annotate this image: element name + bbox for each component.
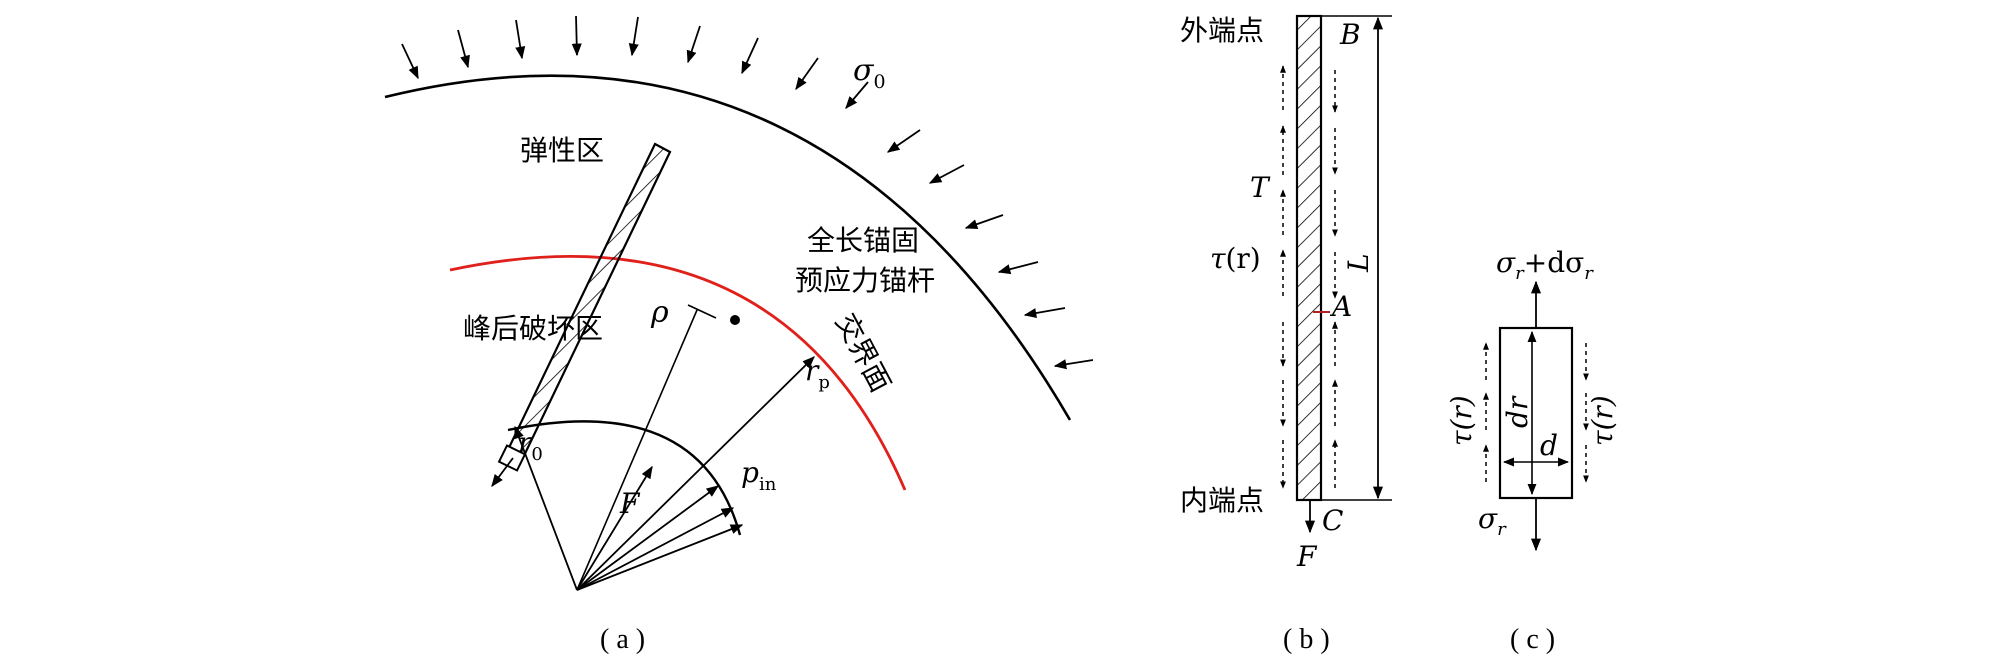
force-f-label-a: F <box>619 487 641 520</box>
panel-c: σr+dσr σr dr d τ(r) τ(r) ( c ) <box>1445 246 1619 655</box>
caption-c: ( c ) <box>1510 624 1555 655</box>
a-label: A <box>1329 290 1352 323</box>
force-f-label-b: F <box>1296 540 1318 573</box>
sigma-top-label: σr+dσr <box>1496 246 1594 284</box>
t-label: T <box>1250 171 1271 204</box>
post-peak-zone-label: 峰后破坏区 <box>463 312 603 345</box>
l-label: L <box>1342 253 1375 273</box>
tau-label-b: τ(r) <box>1210 242 1261 275</box>
rho-label: ρ <box>650 295 669 330</box>
outer-end-label: 外端点 <box>1180 14 1264 47</box>
sigma0-label: σ0 <box>853 53 886 93</box>
inner-end-label: 内端点 <box>1180 484 1264 517</box>
anchor-point <box>730 315 740 325</box>
panel-b: 外端点 内端点 T τ(r) B A C L F ( b ) <box>1180 14 1392 655</box>
pin-label: pin <box>741 456 777 495</box>
sigma0-load-arrows <box>401 15 1094 370</box>
anchor-name-line1: 全长锚固 <box>807 224 919 257</box>
rho-dimension <box>576 304 717 591</box>
rp-label: rp <box>805 354 830 393</box>
tunnel-arc <box>507 420 742 536</box>
caption-a: ( a ) <box>600 624 645 655</box>
sigma-bottom-label: σr <box>1478 502 1507 540</box>
panel-a: σ0 弹性区 全长锚固 预应力锚杆 交界面 峰后破坏区 ρ r0 rp pin … <box>384 15 1094 655</box>
tau-right-label-c: τ(r) <box>1586 395 1619 446</box>
anchor-name-line2: 预应力锚杆 <box>795 264 935 297</box>
r0-label: r0 <box>518 426 543 465</box>
dr-label: dr <box>1501 395 1534 428</box>
outer-boundary-arc <box>384 74 1072 421</box>
c-label: C <box>1322 504 1343 537</box>
d-label: d <box>1540 429 1558 462</box>
tau-left-label-c: τ(r) <box>1445 395 1478 446</box>
b-label: B <box>1339 18 1361 51</box>
bar-b <box>1295 14 1323 502</box>
interface-label: 交界面 <box>829 308 898 398</box>
interface-arc <box>449 255 907 491</box>
elastic-zone-label: 弹性区 <box>520 134 604 167</box>
radial-lines <box>491 356 815 591</box>
caption-b: ( b ) <box>1283 624 1330 655</box>
